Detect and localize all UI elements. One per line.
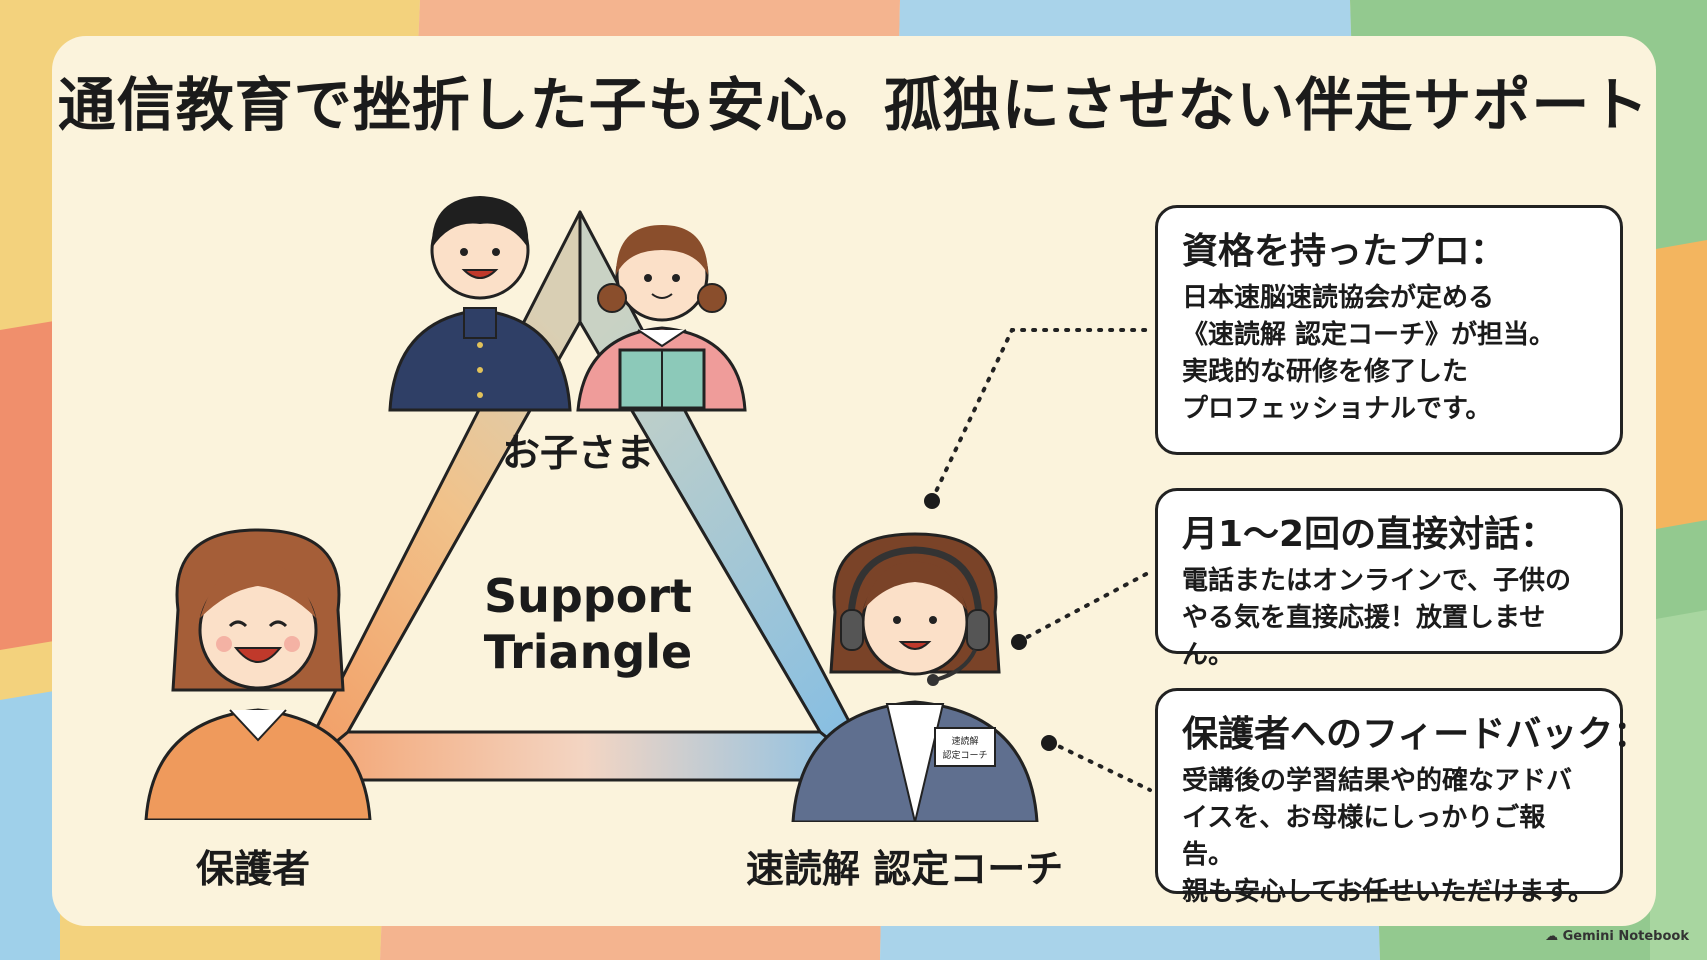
- girl-figure: [576, 225, 747, 412]
- center-line-1: Support: [483, 569, 692, 623]
- connector-dot-3: [1041, 735, 1057, 751]
- info-box-qualified-pro: 資格を持ったプロ： 日本速脳速読協会が定める 《速読解 認定コーチ》が担当。 実…: [1155, 205, 1623, 455]
- info-box-heading: 月1〜2回の直接対話：: [1182, 514, 1557, 555]
- info-box-body: 電話またはオンラインで、子供の やる気を直接応援！放置しません。: [1182, 566, 1571, 670]
- triangle-center-label: Support Triangle: [438, 568, 738, 680]
- info-box-heading: 資格を持ったプロ：: [1182, 231, 1507, 272]
- boy-figure: [388, 196, 572, 412]
- watermark: ☁ Gemini Notebook: [1545, 929, 1689, 944]
- info-box-parent-feedback: 保護者へのフィードバック： 受講後の学習結果や的確なアドバ イスを、お母様にしっ…: [1155, 688, 1650, 907]
- watermark-text: Gemini Notebook: [1562, 929, 1689, 944]
- page-title: 通信教育で挫折した子も安心。孤独にさせない伴走サポート: [57, 71, 1650, 139]
- coach-label: 速読解 認定コーチ: [746, 847, 1064, 891]
- center-line-2: Triangle: [483, 625, 693, 679]
- children-illustration: [388, 196, 747, 412]
- connector-dot-2: [1011, 634, 1027, 650]
- badge-text-1: 速読解: [951, 735, 978, 747]
- info-box-direct-talk: 月1〜2回の直接対話： 電話またはオンラインで、子供の やる気を直接応援！放置し…: [1155, 488, 1623, 670]
- parent-label: 保護者: [196, 847, 311, 891]
- badge-text-2: 認定コーチ: [942, 749, 987, 761]
- coach-illustration: 速読解 認定コーチ: [791, 532, 1039, 822]
- info-box-heading: 保護者へのフィードバック：: [1182, 714, 1650, 755]
- info-box-body: 日本速脳速読協会が定める 《速読解 認定コーチ》が担当。 実践的な研修を修了した…: [1182, 283, 1556, 424]
- parent-illustration: [144, 528, 372, 820]
- info-box-body: 受講後の学習結果や的確なアドバ イスを、お母様にしっかりご報告。 親も安心してお…: [1182, 766, 1594, 907]
- connector-dot-1: [924, 493, 940, 509]
- gemini-logo-icon: ☁: [1545, 929, 1559, 944]
- child-label: お子さま: [502, 431, 655, 475]
